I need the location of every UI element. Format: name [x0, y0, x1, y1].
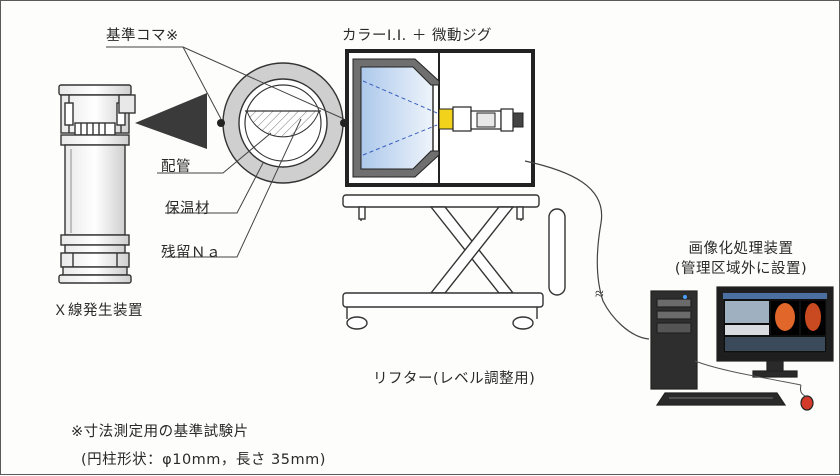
xray-generator-label: Ｘ線発生装置	[53, 303, 143, 319]
reference-piece-leaders	[106, 46, 345, 120]
lifter-label: リフター(レベル調整用)	[373, 371, 536, 387]
pipe-label-leaders	[157, 118, 302, 258]
processor-label-line1: 画像化処理装置	[688, 241, 794, 257]
computer-workstation-icon	[650, 286, 834, 411]
color-ii-jig-label: カラーI.I. ＋ 微動ジグ	[342, 28, 492, 44]
color-ii-icon	[345, 49, 535, 187]
xray-tube-icon	[58, 84, 136, 284]
reference-piece-label: 基準コマ※	[106, 28, 179, 44]
footnote-line2: (円柱形状：φ10mm，長さ 35mm)	[81, 452, 326, 468]
residual-na-label: 残留Ｎａ	[161, 245, 221, 261]
footnote-line1: ※寸法測定用の基準試験片	[71, 424, 249, 440]
pipe-cross-section-icon	[222, 62, 344, 184]
pipe-label: 配管	[161, 159, 191, 175]
xray-beam	[135, 93, 207, 149]
cable-break-mark: ≈	[595, 286, 604, 303]
cable	[524, 160, 650, 340]
processor-label-line2: (管理区域外に設置)	[674, 261, 808, 277]
lifter-icon	[342, 194, 566, 330]
reference-piece-dot-left	[217, 119, 225, 127]
insulation-label: 保温材	[165, 201, 210, 217]
